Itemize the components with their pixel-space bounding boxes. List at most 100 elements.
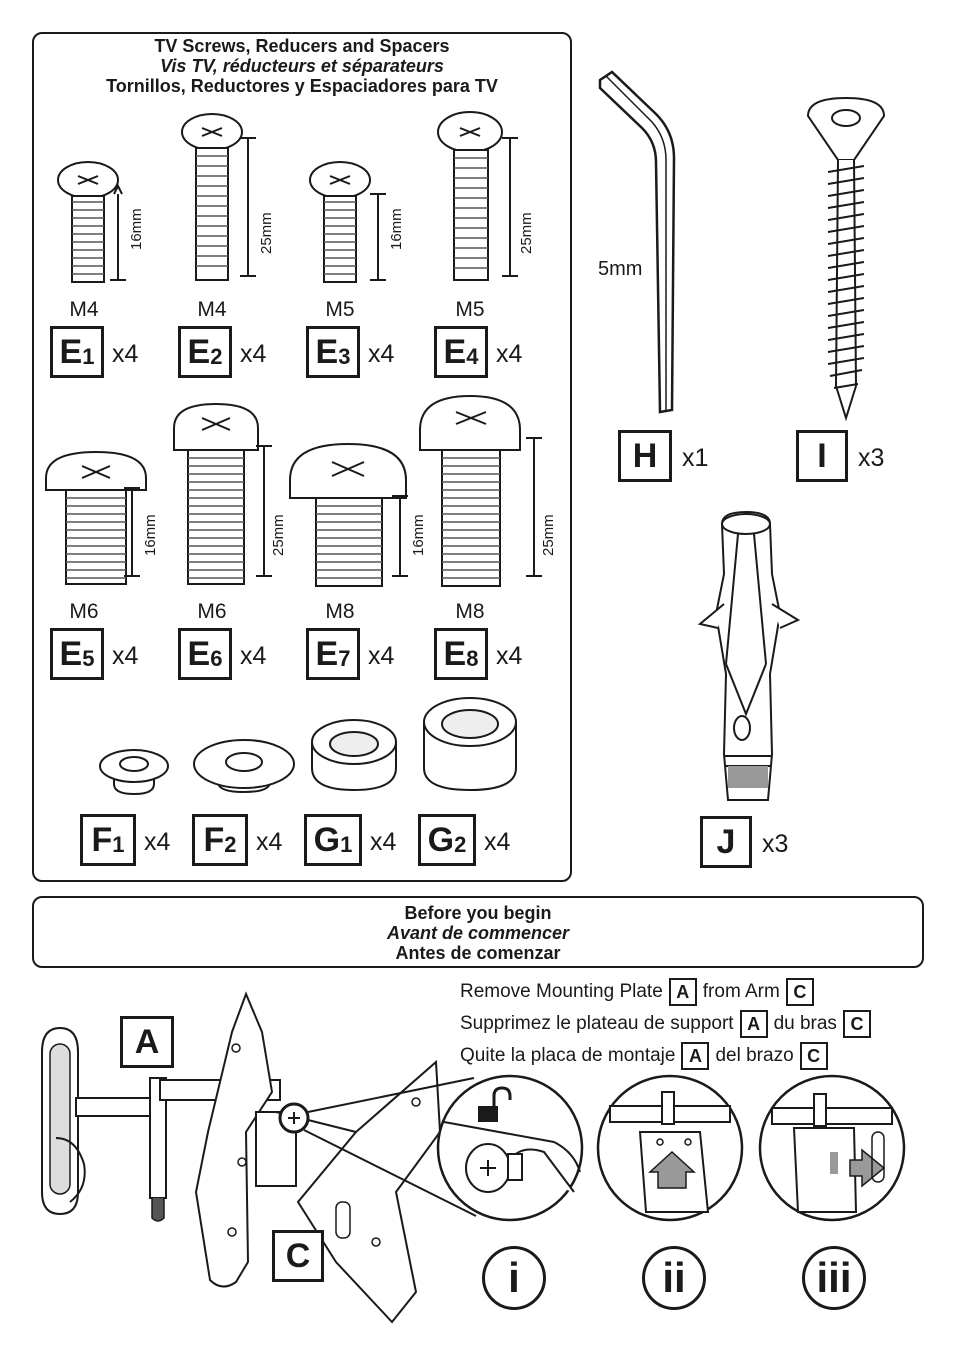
- arm-ref: C: [842, 1010, 871, 1038]
- part-sub: 1: [82, 344, 95, 369]
- screw-e2-drawing: [181, 113, 256, 281]
- qty-e2: x4: [240, 340, 267, 368]
- before-begin-fr: Avant de commencer: [386, 923, 570, 943]
- screw-e5-drawing: [45, 450, 147, 585]
- length-label-e8: 25mm: [540, 514, 557, 556]
- screw-e3-drawing: [309, 161, 386, 283]
- hex-key-drawing: [598, 70, 676, 414]
- part-badge-i: I: [796, 430, 848, 482]
- qty-e5: x4: [112, 642, 139, 670]
- screw-e8-drawing: [419, 394, 542, 587]
- spacer-g1-drawing: [311, 719, 397, 792]
- part-id: H: [632, 436, 658, 475]
- size-label-e1: M4: [69, 298, 99, 321]
- part-id: E: [187, 634, 211, 673]
- reducer-f1-drawing: [99, 749, 169, 796]
- instruction-text: del brazo: [715, 1045, 794, 1067]
- instruction-text: Supprimez le plateau de support: [460, 1013, 734, 1035]
- part-id: E: [187, 332, 211, 371]
- size-label-e3: M5: [325, 298, 355, 321]
- parts-header-en: TV Screws, Reducers and Spacers: [154, 36, 450, 56]
- part-id: E: [443, 634, 467, 673]
- part-id: E: [443, 332, 467, 371]
- length-label-e2: 25mm: [258, 212, 275, 254]
- part-sub: 8: [466, 646, 479, 671]
- parts-header-es: Tornillos, Reductores y Espaciadores par…: [106, 76, 498, 96]
- qty-e4: x4: [496, 340, 523, 368]
- diagram-label-arm: C: [272, 1230, 324, 1282]
- detail-slide-right: [758, 1074, 906, 1222]
- part-badge-j: J: [700, 816, 752, 868]
- part-id: G: [427, 820, 455, 859]
- qty-e6: x4: [240, 642, 267, 670]
- instruction-text: from Arm: [702, 981, 780, 1003]
- plate-ref: A: [739, 1010, 768, 1038]
- mount-assembly-drawing: [41, 991, 477, 1324]
- part-id: E: [315, 634, 339, 673]
- spacer-g2-drawing: [423, 697, 517, 792]
- before-begin-header: Before you begin Avant de commencer Ante…: [32, 903, 924, 963]
- part-badge-h: H: [618, 430, 672, 482]
- screw-e4-drawing: [437, 111, 518, 281]
- qty-e7: x4: [368, 642, 395, 670]
- instruction-text: du bras: [773, 1013, 837, 1035]
- part-sub: 7: [338, 646, 351, 671]
- before-begin-banner: [32, 896, 924, 968]
- parts-header-fr: Vis TV, réducteurs et séparateurs: [160, 56, 444, 76]
- part-id: G: [313, 820, 341, 859]
- qty-g2: x4: [484, 828, 511, 856]
- part-id: E: [59, 634, 83, 673]
- qty-e3: x4: [368, 340, 395, 368]
- diagram-label-plate: A: [120, 1016, 174, 1068]
- before-begin-en: Before you begin: [404, 903, 552, 923]
- part-id: J: [716, 822, 736, 861]
- qty-f1: x4: [144, 828, 171, 856]
- part-id: F: [203, 820, 225, 859]
- part-sub: 5: [82, 646, 95, 671]
- qty-j: x3: [762, 830, 789, 858]
- part-sub: 2: [224, 832, 237, 857]
- size-label-e7: M8: [325, 600, 355, 623]
- reducer-f2-drawing: [193, 739, 295, 794]
- size-label-e6: M6: [197, 600, 227, 623]
- part-id: E: [59, 332, 83, 371]
- plate-ref: A: [681, 1042, 710, 1070]
- part-sub: 4: [466, 344, 479, 369]
- length-label-e6: 25mm: [270, 514, 287, 556]
- part-sub: 3: [338, 344, 351, 369]
- part-sub: 2: [454, 832, 467, 857]
- wood-screw-drawing: [806, 96, 886, 422]
- step-number-2: ii: [642, 1246, 706, 1310]
- length-label-e4: 25mm: [518, 212, 535, 254]
- qty-g1: x4: [370, 828, 397, 856]
- hex-key-size: 5mm: [598, 258, 643, 280]
- wall-anchor-drawing: [697, 510, 801, 801]
- qty-h: x1: [682, 444, 709, 472]
- part-sub: 1: [112, 832, 125, 857]
- detail-slide-up: [596, 1074, 744, 1222]
- screw-e1-drawing: [57, 161, 126, 283]
- part-id: I: [817, 436, 827, 475]
- size-label-e5: M6: [69, 600, 99, 623]
- part-sub: 1: [340, 832, 353, 857]
- length-label-e3: 16mm: [388, 208, 405, 250]
- qty-e1: x4: [112, 340, 139, 368]
- screw-e7-drawing: [289, 442, 408, 587]
- instruction-text: Remove Mounting Plate: [460, 981, 663, 1003]
- step-number-3: iii: [802, 1246, 866, 1310]
- before-begin-es: Antes de comenzar: [395, 943, 561, 963]
- size-label-e2: M4: [197, 298, 227, 321]
- parts-header: TV Screws, Reducers and Spacers Vis TV, …: [32, 36, 572, 96]
- size-label-e8: M8: [455, 600, 485, 623]
